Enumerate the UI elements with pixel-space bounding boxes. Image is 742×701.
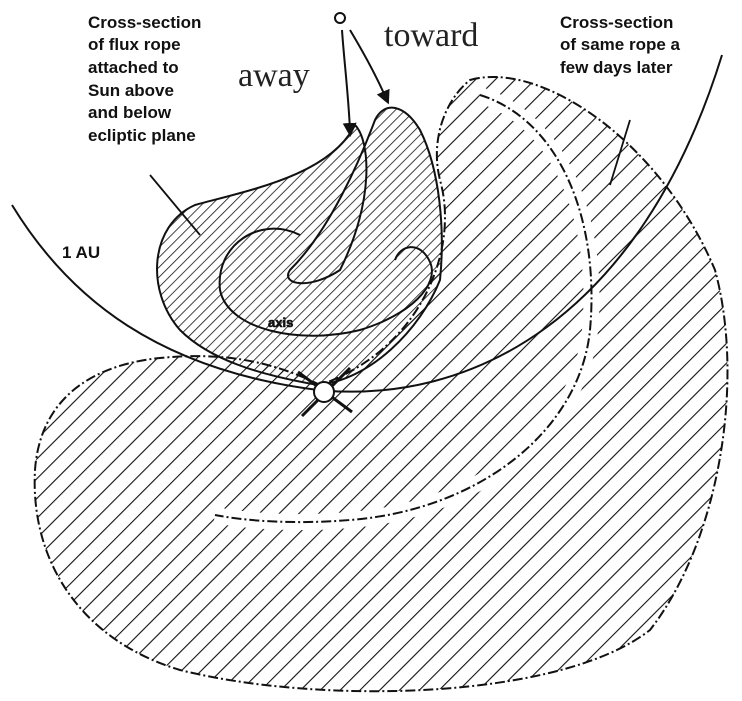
toward-label: toward [384,17,478,54]
right-note: Cross-section of same rope a few days la… [560,13,685,77]
away-label: away [238,57,310,94]
sun-marker [335,13,345,23]
left-note: Cross-section of flux rope attached to S… [88,13,206,145]
toward-field-line [350,30,386,98]
orbit-label: 1 AU [62,243,100,262]
axis-label: axis [268,315,293,330]
away-field-line [342,30,350,130]
